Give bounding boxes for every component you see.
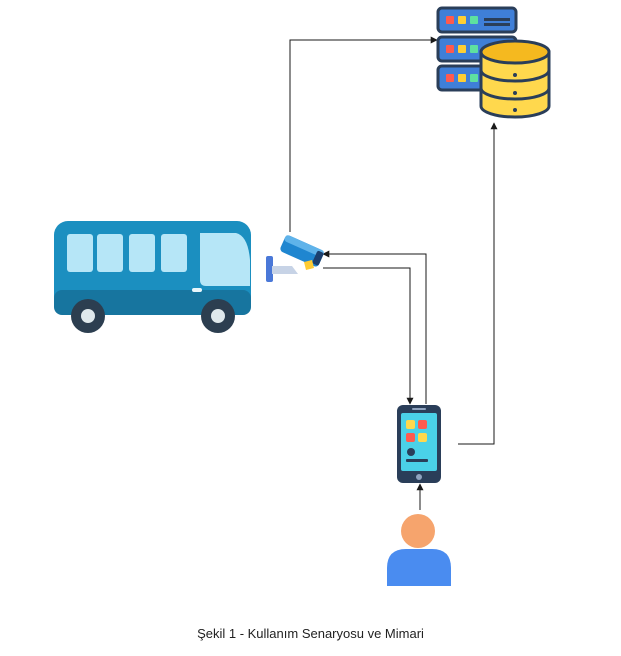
user-icon	[387, 514, 451, 586]
edge-phone-to-camera	[322, 250, 427, 404]
connectors	[289, 36, 498, 510]
bus-icon	[54, 221, 251, 333]
security-camera-icon	[266, 235, 324, 282]
edge-phone-to-database	[458, 122, 498, 445]
edge-camera-to-server	[289, 36, 438, 232]
figure-caption: Şekil 1 - Kullanım Senaryosu ve Mimari	[197, 626, 424, 641]
database-icon	[479, 39, 551, 119]
edge-camera-to-phone	[323, 267, 414, 405]
smartphone-icon	[397, 405, 441, 483]
